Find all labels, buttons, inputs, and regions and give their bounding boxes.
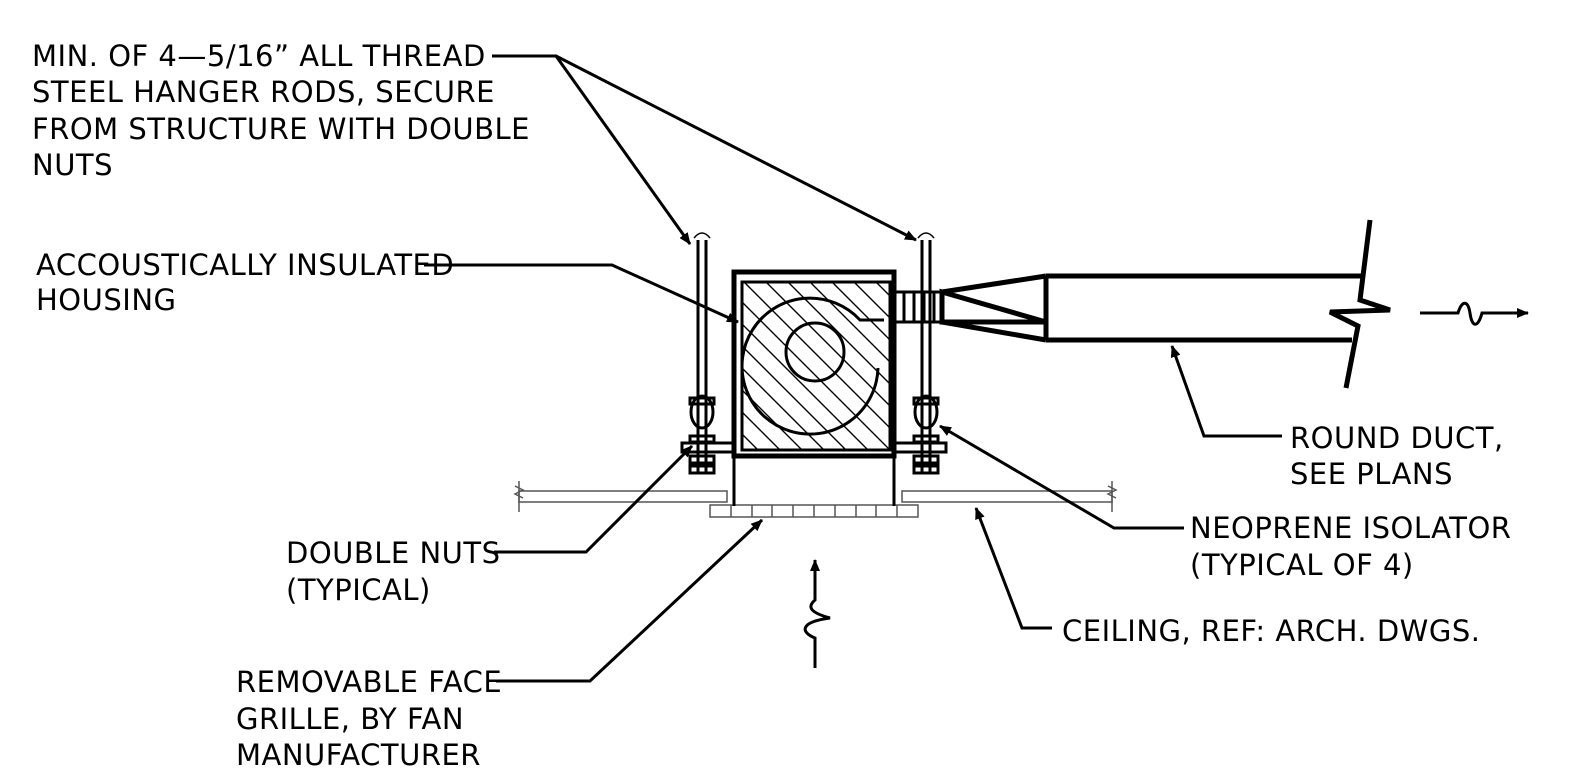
ceiling [513,481,1118,512]
label-face-grille: REMOVABLE FACE GRILLE, BY FAN MANUFACTUR… [236,665,502,772]
label-line: NEOPRENE ISOLATOR [1190,511,1511,545]
hanger-rod-left [688,232,716,475]
nut [912,464,940,475]
round-duct-assembly [894,219,1529,389]
break-mark [513,481,525,512]
label-line: FROM STRUCTURE WITH DOUBLE [32,112,530,146]
grille-bars [730,505,898,517]
insulation-hatch [742,282,890,450]
leader-round-duct [1170,345,1282,438]
rod [920,240,932,472]
leader-housing [424,263,739,324]
label-line: GRILLE, BY FAN [236,702,464,736]
label-line: SEE PLANS [1290,457,1453,491]
label-line: HOUSING [36,283,177,317]
nut [912,396,940,406]
label-line: ACCOUSTICALLY INSULATED [36,248,454,282]
label-neoprene-isolator: NEOPRENE ISOLATOR (TYPICAL OF 4) [1190,511,1511,582]
rod [696,240,708,472]
leader-isolator [939,424,1184,530]
isolator-right [913,394,939,430]
label-line: CEILING, REF: ARCH. DWGS. [1062,614,1480,648]
label-hanger-rods: MIN. OF 4—5/16” ALL THREAD STEEL HANGER … [32,39,530,182]
fan-housing [680,269,948,506]
nut [688,434,716,444]
housing-legs [732,456,896,506]
ceiling-panel-right [901,490,1113,503]
label-housing: ACCOUSTICALLY INSULATED HOUSING [36,248,454,317]
nut [912,434,940,444]
face-grille [709,504,919,518]
nut [688,454,716,465]
bracket-right [894,441,948,454]
isolator-left [689,394,715,430]
blower-scroll [740,296,884,436]
label-line: REMOVABLE FACE [236,665,502,699]
label-ceiling: CEILING, REF: ARCH. DWGS. [1062,614,1480,648]
label-line: DOUBLE NUTS [286,536,501,570]
leader-double-nuts [494,444,694,554]
label-double-nuts: DOUBLE NUTS (TYPICAL) [286,536,501,607]
leader-hanger-right [555,54,917,242]
ceiling-panel-left [518,490,728,503]
flex-connector [894,290,942,324]
duct-transition [939,273,1049,343]
label-line: (TYPICAL) [286,573,431,607]
nut [912,454,940,465]
nut [688,464,716,475]
label-line: ROUND DUCT, [1290,421,1504,455]
label-line: NUTS [32,148,113,182]
leader-grille [496,518,764,683]
leader-ceiling [974,507,1052,630]
break-mark [1106,481,1118,512]
leader-hanger-left [492,54,692,245]
label-line: STEEL HANGER RODS, SECURE [32,75,495,109]
hanger-rod-right [912,232,940,475]
duct-body [1046,273,1362,343]
label-line: MANUFACTURER [236,738,481,772]
housing-outer [731,269,897,459]
label-round-duct: ROUND DUCT, SEE PLANS [1290,421,1504,491]
rod-break [917,232,935,239]
rod-break [693,232,711,239]
label-line: MIN. OF 4—5/16” ALL THREAD [32,39,486,73]
nut [688,396,716,406]
leader-lines [424,54,1282,683]
return-air-arrow [803,559,831,668]
airflow-arrow [1420,301,1529,326]
blower-wheel [784,321,846,383]
label-line: (TYPICAL OF 4) [1190,548,1414,582]
duct-break-line [1328,219,1391,389]
